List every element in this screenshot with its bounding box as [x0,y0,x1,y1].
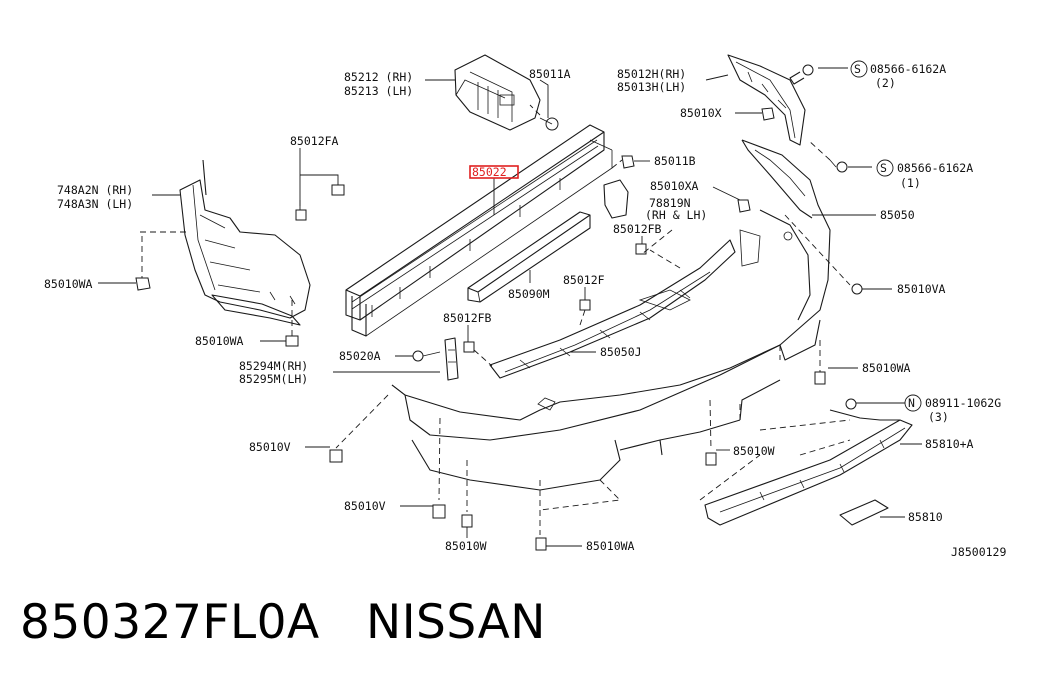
nut-85011B[interactable] [621,155,635,169]
label-85022[interactable]: 85022 [472,165,507,179]
label-85012H[interactable]: 85012H(RH) [617,67,686,81]
label-85010X[interactable]: 85010X [680,106,722,120]
energy-absorber-85090M[interactable] [467,211,591,303]
label-85010WA-left[interactable]: 85010WA [44,277,93,291]
label-08566-mid[interactable]: 08566-6162A [897,161,973,175]
symbol-n: N [904,394,922,412]
label-85810A[interactable]: 85810+A [925,437,974,451]
bolt-85010V-lower[interactable] [432,504,446,519]
label-85010WA-low[interactable]: 85010WA [586,539,635,553]
label-85010V-upper[interactable]: 85010V [249,440,291,454]
lower-garnish-85810A[interactable] [704,409,913,526]
clip-85012F[interactable] [579,299,591,311]
label-748A3N[interactable]: 748A3N (LH) [57,197,133,211]
reinforcement-beam-85022[interactable] [345,124,613,337]
symbol-s-top: S [850,60,868,78]
label-08911-qty: (3) [928,410,949,424]
label-85011A[interactable]: 85011A [529,67,571,81]
bolt-85011A[interactable] [539,117,559,131]
label-85212[interactable]: 85212 (RH) [344,70,413,84]
garnish-85810[interactable] [839,499,889,526]
label-78819N-side: (RH & LH) [645,208,707,222]
clip-85012FA[interactable] [295,184,345,221]
clip-85010WA-mid[interactable] [285,335,299,347]
symbol-n-letter: N [908,396,915,410]
clip-85010XA[interactable] [737,199,751,213]
symbol-s-letter: S [854,62,861,76]
diagram-code: J8500129 [951,545,1006,559]
label-08566-top[interactable]: 08566-6162A [870,62,946,76]
label-85010W-low[interactable]: 85010W [445,539,487,553]
label-85010WA-right[interactable]: 85010WA [862,361,911,375]
nut-08911[interactable] [845,398,857,410]
part-caption: 850327FL0A NISSAN [20,595,546,650]
splash-guard-748A2N[interactable] [179,159,311,326]
symbol-s-mid: S [876,159,894,177]
clip-85010X[interactable] [761,107,775,121]
caption-part-number: 850327FL0A [20,595,320,650]
label-85010WA-mid[interactable]: 85010WA [195,334,244,348]
label-85012F[interactable]: 85012F [563,273,605,287]
bracket-78819N[interactable] [603,179,629,219]
highlight-box [469,165,519,179]
label-78819N[interactable]: 78819N [649,196,691,210]
leader-lines [98,67,922,547]
screw-08566-top[interactable] [789,64,814,85]
label-85050[interactable]: 85050 [880,208,915,222]
label-85213[interactable]: 85213 (LH) [344,84,413,98]
clip-85012FB-top[interactable] [635,243,647,255]
side-bracket-85012H[interactable] [727,54,806,146]
label-85294M[interactable]: 85294M(RH) [239,359,308,373]
label-85810[interactable]: 85810 [908,510,943,524]
label-85012FA[interactable]: 85012FA [290,134,339,148]
label-85050J[interactable]: 85050J [600,345,642,359]
clip-85010WA-low[interactable] [535,537,547,551]
label-85013H[interactable]: 85013H(LH) [617,80,686,94]
bracket-85212[interactable] [454,54,541,131]
label-85010W-right[interactable]: 85010W [733,444,775,458]
label-08566-top-qty: (2) [875,76,896,90]
clip-85010WA-right[interactable] [814,371,826,385]
assembly-lines [140,104,851,535]
label-85090M[interactable]: 85090M [508,287,550,301]
bolt-85020A[interactable] [412,350,441,362]
clip-85010WA-left[interactable] [135,277,151,291]
bolt-85010V-upper[interactable] [329,449,343,463]
label-85010VA[interactable]: 85010VA [897,282,946,296]
symbol-s-letter: S [880,161,887,175]
bracket-85050J[interactable] [489,239,736,379]
caption-brand: NISSAN [366,595,546,650]
label-08911[interactable]: 08911-1062G [925,396,1001,410]
label-85295M[interactable]: 85295M(LH) [239,372,308,386]
label-85012FB-mid[interactable]: 85012FB [443,311,492,325]
clip-85010W-right[interactable] [705,452,717,466]
screw-08566-mid[interactable] [829,159,848,173]
label-85010XA[interactable]: 85010XA [650,179,699,193]
label-85012FB-top[interactable]: 85012FB [613,222,662,236]
clip-85012FB-mid[interactable] [463,341,475,353]
bracket-85294M[interactable] [444,337,459,381]
label-748A2N[interactable]: 748A2N (RH) [57,183,133,197]
label-85020A[interactable]: 85020A [339,349,381,363]
label-85010V-lower[interactable]: 85010V [344,499,386,513]
label-85011B[interactable]: 85011B [654,154,696,168]
bolt-85010VA[interactable] [851,283,863,295]
label-08566-mid-qty: (1) [900,176,921,190]
clip-85010W-low[interactable] [461,514,473,528]
